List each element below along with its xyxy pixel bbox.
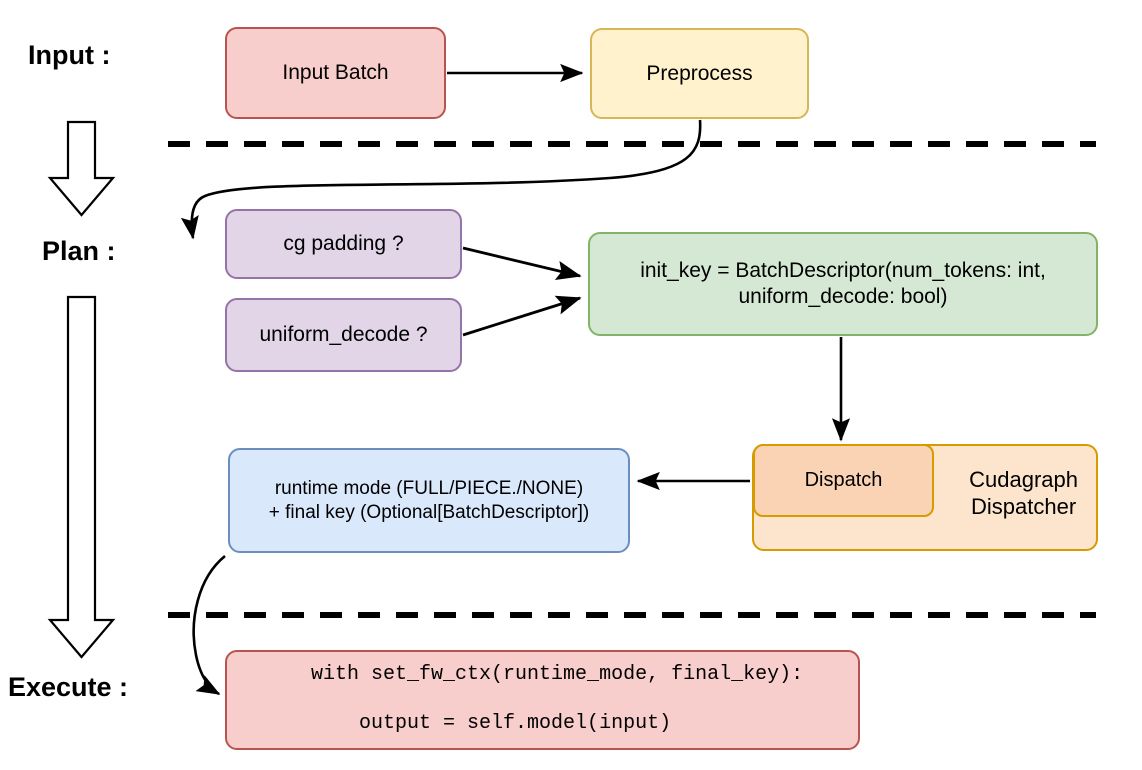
plan-to-execute-block-arrow [47,295,116,659]
node-input-batch-label: Input Batch [282,61,389,85]
node-init-key-line1: init_key = BatchDescriptor(num_tokens: i… [640,259,1046,283]
node-cudagraph-dispatcher-line1: Cudagraph [969,466,1078,492]
node-exec-code-text: with set_fw_ctx(runtime_mode, final_key)… [239,639,803,761]
node-cudagraph-dispatcher-text: Cudagraph Dispatcher [969,467,1078,521]
stage-label-plan: Plan : [42,236,116,266]
node-runtime-mode-line1: runtime mode (FULL/PIECE./NONE) [274,478,584,500]
node-init-key-line2: uniform_decode: bool) [738,285,948,308]
stage-label-input: Input : [28,40,111,70]
node-runtime-mode-line2: + final key (Optional[BatchDescriptor]) [268,501,590,523]
node-runtime-mode-text: runtime mode (FULL/PIECE./NONE) + final … [269,477,590,523]
node-dispatch[interactable]: Dispatch [753,444,934,517]
node-cg-padding-label: cg padding ? [283,232,404,256]
node-preprocess-label: Preprocess [646,61,753,85]
node-runtime-mode[interactable]: runtime mode (FULL/PIECE./NONE) + final … [228,448,630,553]
node-init-key[interactable]: init_key = BatchDescriptor(num_tokens: i… [588,232,1098,336]
node-exec-code[interactable]: with set_fw_ctx(runtime_mode, final_key)… [225,650,860,750]
node-uniform-decode[interactable]: uniform_decode ? [225,298,462,372]
edge-cg-padding-to-init-key [462,246,582,281]
node-uniform-decode-label: uniform_decode ? [259,323,428,347]
node-cg-padding[interactable]: cg padding ? [225,209,462,279]
input-to-plan-block-arrow [47,120,116,217]
node-cudagraph-dispatcher-line2: Dispatcher [970,493,1077,519]
stage-label-execute: Execute : [8,672,129,702]
edge-runtime-mode-to-exec-code [192,554,226,696]
edge-uniform-decode-to-init-key [462,295,582,337]
node-init-key-text: init_key = BatchDescriptor(num_tokens: i… [640,258,1046,309]
node-preprocess[interactable]: Preprocess [590,28,809,119]
node-exec-code-line2: output = self.model(input) [311,712,672,736]
node-input-batch[interactable]: Input Batch [225,27,446,119]
node-dispatch-label: Dispatch [804,469,883,492]
node-exec-code-line1: with set_fw_ctx(runtime_mode, final_key)… [311,663,804,687]
